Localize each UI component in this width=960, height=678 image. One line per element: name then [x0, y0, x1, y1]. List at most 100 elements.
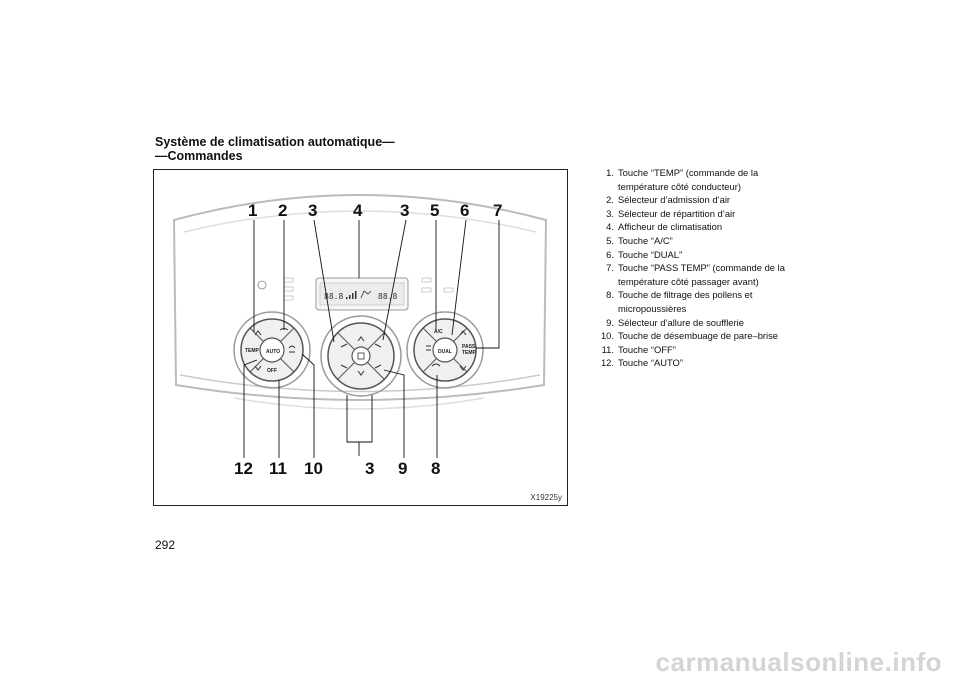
fan-down-icon[interactable] — [357, 370, 365, 376]
section-title-line1: Système de climatisation automatique— — [155, 135, 395, 149]
legend-item: 4. Afficheur de climatisation — [582, 220, 882, 234]
climate-control-figure: 88.8 88.8 AUTO TEMP OFF — [153, 169, 568, 506]
pass-temp-down-icon[interactable] — [459, 365, 467, 371]
right-dial-bezel — [406, 311, 484, 389]
climate-panel-illustration: 88.8 88.8 AUTO TEMP OFF — [172, 194, 548, 478]
legend-number: 12. — [600, 357, 614, 369]
climate-display: 88.8 88.8 — [315, 277, 409, 311]
figure-code: X19225y — [530, 493, 562, 502]
legend-text-continued: température côté conducteur) — [618, 180, 741, 192]
section-title-line2: —Commandes — [155, 149, 243, 163]
panel-bottom-edge — [179, 374, 541, 393]
legend-text: Touche “PASS TEMP” (commande de la — [618, 262, 785, 274]
callout-3: 3 — [365, 459, 374, 478]
fan-bar — [355, 291, 357, 299]
off-button-label: OFF — [267, 368, 277, 374]
callout-9: 9 — [398, 459, 407, 478]
leader-12 — [243, 359, 258, 458]
ac-button-label: A/C — [434, 329, 443, 335]
top-callouts: 1 2 3 4 3 5 6 7 — [248, 201, 502, 220]
airflow-mode-icon[interactable] — [340, 343, 348, 369]
leader-3a — [313, 219, 335, 343]
legend-number: 3. — [606, 207, 614, 219]
legend-text-continued: température côté passager avant) — [618, 275, 759, 287]
legend-item: 6. Touche “DUAL” — [582, 248, 882, 262]
pass-temp-label-line1: PASS — [462, 344, 476, 350]
left-control-dial: AUTO TEMP OFF — [233, 311, 311, 389]
legend-item: 5. Touche “A/C” — [582, 234, 882, 248]
windshield-defog-icon[interactable] — [288, 345, 296, 353]
airflow-mode-icon[interactable] — [374, 343, 382, 369]
panel-outline — [172, 194, 548, 401]
legend-text: Sélecteur d’admission d’air — [618, 194, 731, 206]
security-indicator — [257, 280, 267, 290]
rear-defog-icon[interactable] — [426, 345, 431, 351]
airflow-icon — [360, 290, 372, 299]
fan-bar — [346, 297, 348, 299]
legend-item: 11. Touche “OFF” — [582, 343, 882, 357]
legend-text: Touche “DUAL” — [618, 248, 683, 260]
legend-text: Touche “TEMP” (commande de la — [618, 167, 759, 178]
callout-12: 12 — [234, 459, 253, 478]
legend-text: Touche “OFF” — [618, 343, 676, 355]
fan-level-bars — [346, 291, 357, 299]
callout-6: 6 — [460, 201, 469, 220]
pass-temp-up-icon[interactable] — [459, 330, 467, 336]
temp-button-label: TEMP — [245, 348, 260, 354]
leader-9 — [383, 369, 405, 458]
indicator-lamp — [421, 287, 432, 293]
page-number: 292 — [155, 538, 176, 552]
legend-number: 2. — [606, 194, 614, 206]
legend-item: 9. Sélecteur d’allure de soufflerie — [582, 316, 882, 330]
fan-up-icon[interactable] — [357, 336, 365, 342]
callout-10: 10 — [304, 459, 323, 478]
legend-number: 7. — [606, 262, 614, 274]
legend-number: 5. — [606, 234, 614, 246]
leader-10 — [301, 353, 315, 458]
temp-down-icon[interactable] — [254, 365, 262, 371]
leader-3c — [346, 395, 373, 443]
leader-3b — [382, 219, 407, 341]
callout-legend: 1. Touche “TEMP” (commande de la tempéra… — [582, 166, 882, 370]
right-control-dial: DUAL A/C PASS TEMP — [406, 311, 484, 389]
callout-7: 7 — [493, 201, 502, 220]
indicator-lamp — [283, 295, 294, 301]
legend-item: 1. Touche “TEMP” (commande de la tempéra… — [582, 166, 882, 193]
callout-4: 4 — [353, 201, 363, 220]
auto-button[interactable] — [259, 337, 285, 363]
legend-text-continued: micropoussières — [618, 302, 687, 314]
fan-bar — [352, 293, 354, 299]
mode-icon — [357, 352, 365, 360]
center-mode-button[interactable] — [351, 346, 371, 366]
indicator-lamp — [421, 277, 432, 283]
display-right-temp: 88.8 — [378, 292, 397, 301]
indicator-lamp — [283, 277, 294, 283]
panel-lower-trim — [233, 397, 485, 410]
legend-item: 7. Touche “PASS TEMP” (commande de la te… — [582, 261, 882, 288]
indicator-lamp — [443, 287, 454, 293]
right-indicator-cluster — [421, 277, 454, 293]
legend-item: 3. Sélecteur de répartition d’air — [582, 207, 882, 221]
legend-text: Touche de désembuage de pare–brise — [618, 330, 779, 342]
callout-3: 3 — [400, 201, 409, 220]
callout-5: 5 — [430, 201, 439, 220]
pollen-filter-icon[interactable] — [431, 363, 441, 367]
legend-text: Touche “AUTO” — [618, 357, 683, 369]
left-indicator-cluster — [257, 277, 294, 301]
left-dial-bezel — [233, 311, 311, 389]
callout-3: 3 — [308, 201, 317, 220]
center-control-dial — [320, 315, 402, 397]
bottom-callouts: 12 11 10 3 9 8 — [234, 459, 440, 478]
legend-number: 6. — [606, 248, 614, 260]
legend-text: Afficheur de climatisation — [618, 221, 723, 233]
temp-up-icon[interactable] — [254, 330, 262, 336]
legend-number: 9. — [606, 316, 614, 328]
callout-2: 2 — [278, 201, 287, 220]
dual-button[interactable] — [432, 337, 458, 363]
callout-8: 8 — [431, 459, 440, 478]
section-title: Système de climatisation automatique— —C… — [155, 135, 395, 163]
callout-11: 11 — [269, 459, 287, 478]
center-dial-bezel — [320, 315, 402, 397]
display-screen — [319, 282, 405, 306]
legend-item: 2. Sélecteur d’admission d’air — [582, 193, 882, 207]
